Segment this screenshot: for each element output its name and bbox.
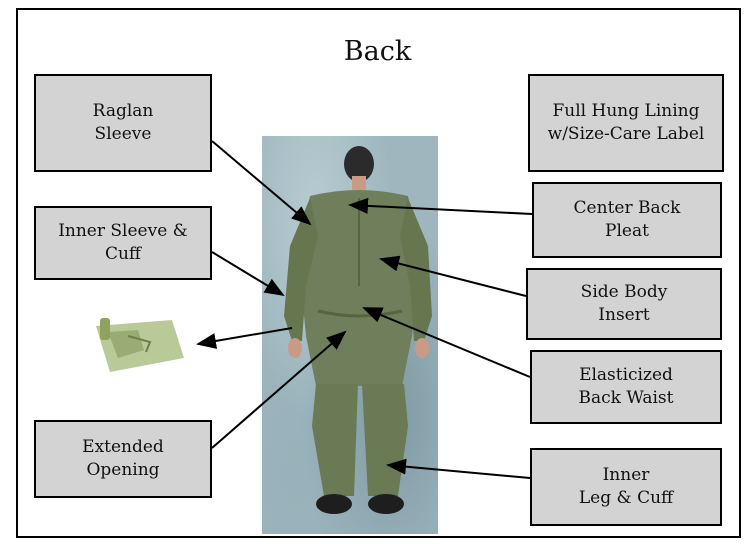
callout-inner-sleeve-cuff: Inner Sleeve & Cuff: [34, 206, 212, 280]
diagram-title: Back: [343, 36, 412, 67]
flight-suit-photo: [262, 136, 438, 534]
cuff-stitch-shape: [127, 335, 152, 353]
callout-inner-leg-cuff: Inner Leg & Cuff: [530, 448, 722, 526]
callout-elasticized-back-waist: Elasticized Back Waist: [530, 350, 722, 424]
flight-suit-illustration: [284, 146, 432, 514]
right-leg-shape: [362, 384, 408, 496]
right-hand-shape: [415, 338, 429, 358]
head-shape: [344, 146, 374, 182]
callout-center-back-pleat: Center Back Pleat: [532, 182, 722, 258]
neck-shape: [352, 176, 366, 190]
left-shoe-shape: [316, 494, 352, 514]
callout-full-hung-lining: Full Hung Lining w/Size-Care Label: [528, 74, 724, 172]
left-leg-shape: [312, 384, 358, 496]
left-sleeve-shape: [284, 198, 318, 341]
left-hand-shape: [288, 338, 302, 358]
cuff-detail-image: [96, 318, 184, 372]
callout-extended-opening: Extended Opening: [34, 420, 212, 498]
callout-side-body-insert: Side Body Insert: [526, 268, 722, 340]
callout-raglan-sleeve: Raglan Sleeve: [34, 74, 212, 172]
cuff-tab-shape: [100, 318, 110, 340]
right-shoe-shape: [368, 494, 404, 514]
